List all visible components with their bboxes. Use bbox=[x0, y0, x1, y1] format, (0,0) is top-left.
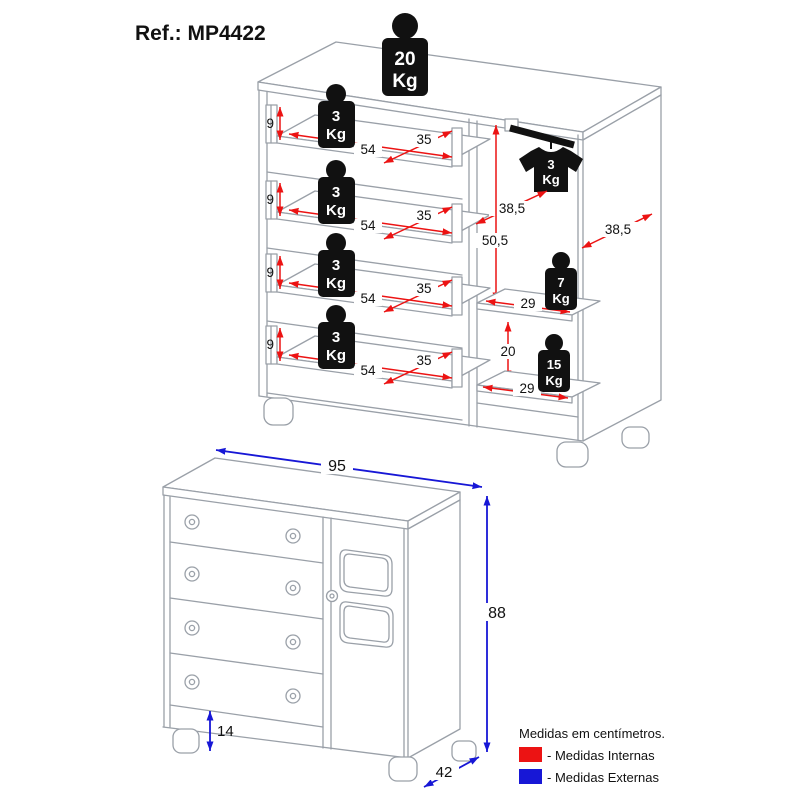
shelf-section: 29 20 29 7 Kg 15 Kg bbox=[476, 252, 601, 404]
drawer-4-measurements: 9 54 35 bbox=[266, 328, 453, 385]
legend-title: Medidas em centímetros. bbox=[519, 726, 665, 741]
knob bbox=[285, 688, 301, 704]
drawer-knobs bbox=[184, 514, 301, 704]
knob bbox=[285, 634, 301, 650]
drawer-height-label: 9 bbox=[266, 192, 274, 207]
rail-1 bbox=[266, 171, 463, 200]
svg-text:Kg: Kg bbox=[542, 172, 559, 187]
foot bbox=[451, 740, 477, 762]
door-panel-2 bbox=[339, 601, 394, 648]
drawer-right-wall bbox=[451, 203, 463, 243]
right-side-panel bbox=[407, 499, 461, 759]
drawer-width-label: 54 bbox=[360, 363, 376, 378]
drawer-depth-label: 35 bbox=[416, 208, 431, 223]
shelf2-weight-icon: 15 Kg bbox=[538, 334, 570, 392]
base-height-label: 14 bbox=[217, 723, 234, 740]
internal-color-swatch bbox=[519, 747, 542, 762]
knob bbox=[184, 674, 200, 690]
drawer-1-weight-icon: 3 Kg bbox=[318, 84, 355, 148]
foot bbox=[263, 397, 294, 426]
knob bbox=[184, 566, 200, 582]
outer-diag-label: 38,5 bbox=[605, 222, 631, 237]
external-view: 95 88 42 14 bbox=[162, 447, 513, 788]
foot bbox=[556, 441, 589, 468]
drawer-depth-label: 35 bbox=[416, 132, 431, 147]
shelf-gap-label: 20 bbox=[500, 344, 515, 359]
drawer-2-measurements: 9 54 35 bbox=[266, 183, 453, 240]
compartment-floor bbox=[476, 402, 579, 418]
knob bbox=[184, 620, 200, 636]
shelf2-width-label: 29 bbox=[519, 381, 534, 396]
svg-text:3: 3 bbox=[332, 329, 340, 346]
svg-text:Kg: Kg bbox=[326, 275, 346, 292]
drawer-1-measurements: 9 54 35 bbox=[266, 107, 453, 164]
shirt-weight-icon bbox=[519, 147, 583, 192]
bottom-edge bbox=[162, 726, 409, 759]
svg-text:3: 3 bbox=[547, 157, 554, 172]
svg-text:Kg: Kg bbox=[326, 347, 346, 364]
door-panel-1 bbox=[339, 549, 393, 597]
drawer-height-label: 9 bbox=[266, 265, 274, 280]
drawer-gap-4 bbox=[169, 704, 324, 728]
svg-text:Kg: Kg bbox=[552, 291, 569, 306]
svg-text:20: 20 bbox=[394, 49, 415, 70]
width-label: 95 bbox=[328, 458, 346, 475]
drawer-gap-3 bbox=[169, 652, 324, 675]
drawer-width-label: 54 bbox=[360, 142, 376, 157]
knob bbox=[285, 528, 301, 544]
drawer-gap-1 bbox=[169, 541, 324, 564]
rail-3 bbox=[266, 320, 463, 349]
external-color-swatch bbox=[519, 769, 542, 784]
depth-label: 42 bbox=[436, 764, 453, 781]
svg-text:Kg: Kg bbox=[545, 373, 562, 388]
drawer-right-wall bbox=[451, 348, 463, 388]
drawer-width-label: 54 bbox=[360, 291, 376, 306]
foot bbox=[172, 728, 200, 754]
hanging-section: 3 Kg 38,5 50,5 38,5 bbox=[472, 118, 653, 302]
drawer-3-weight-icon: 3 Kg bbox=[318, 233, 355, 297]
hanging-rod bbox=[509, 124, 575, 149]
drawer-right-wall bbox=[451, 127, 463, 167]
door-knob bbox=[325, 589, 339, 603]
drawer-depth-label: 35 bbox=[416, 353, 431, 368]
svg-text:Kg: Kg bbox=[326, 126, 346, 143]
drawer-4-weight-icon: 3 Kg bbox=[318, 305, 355, 369]
knob bbox=[184, 514, 200, 530]
inner-diag-label: 38,5 bbox=[499, 201, 525, 216]
foot bbox=[621, 426, 650, 449]
legend-internal-label: - Medidas Internas bbox=[547, 748, 655, 763]
drawer-3-measurements: 9 54 35 bbox=[266, 256, 453, 313]
bottom-front-edge bbox=[258, 395, 584, 442]
drawer-right-wall bbox=[451, 276, 463, 316]
svg-text:3: 3 bbox=[332, 184, 340, 201]
drawer-depth-label: 35 bbox=[416, 281, 431, 296]
legend-external-label: - Medidas Externas bbox=[547, 770, 659, 785]
legend: Medidas em centímetros. - Medidas Intern… bbox=[519, 726, 665, 785]
drawer-height-label: 9 bbox=[266, 337, 274, 352]
drawer-2-weight-icon: 3 Kg bbox=[318, 160, 355, 224]
drawer-gap-2 bbox=[169, 597, 324, 620]
internal-view: 9 54 35 3 Kg 9 54 bbox=[257, 13, 662, 468]
shelf1-weight-icon: 7 Kg bbox=[545, 252, 577, 310]
svg-text:3: 3 bbox=[332, 108, 340, 125]
right-side-panel bbox=[582, 94, 662, 442]
rail-2 bbox=[266, 247, 463, 276]
height-label: 88 bbox=[488, 605, 506, 622]
svg-text:15: 15 bbox=[547, 357, 561, 372]
svg-text:3: 3 bbox=[332, 257, 340, 274]
foot bbox=[388, 756, 418, 782]
svg-text:7: 7 bbox=[557, 275, 564, 290]
knob bbox=[285, 580, 301, 596]
base-rail bbox=[266, 392, 463, 421]
shelf1-width-label: 29 bbox=[520, 296, 535, 311]
svg-text:Kg: Kg bbox=[392, 71, 417, 92]
drawer-height-label: 9 bbox=[266, 116, 274, 131]
top-weight-icon: 20 Kg bbox=[382, 13, 428, 96]
external-measurements: 95 88 42 14 bbox=[206, 447, 513, 788]
reference-code: Ref.: MP4422 bbox=[135, 22, 266, 45]
inner-height-label: 50,5 bbox=[482, 233, 508, 248]
drawer-width-label: 54 bbox=[360, 218, 376, 233]
svg-text:Kg: Kg bbox=[326, 202, 346, 219]
